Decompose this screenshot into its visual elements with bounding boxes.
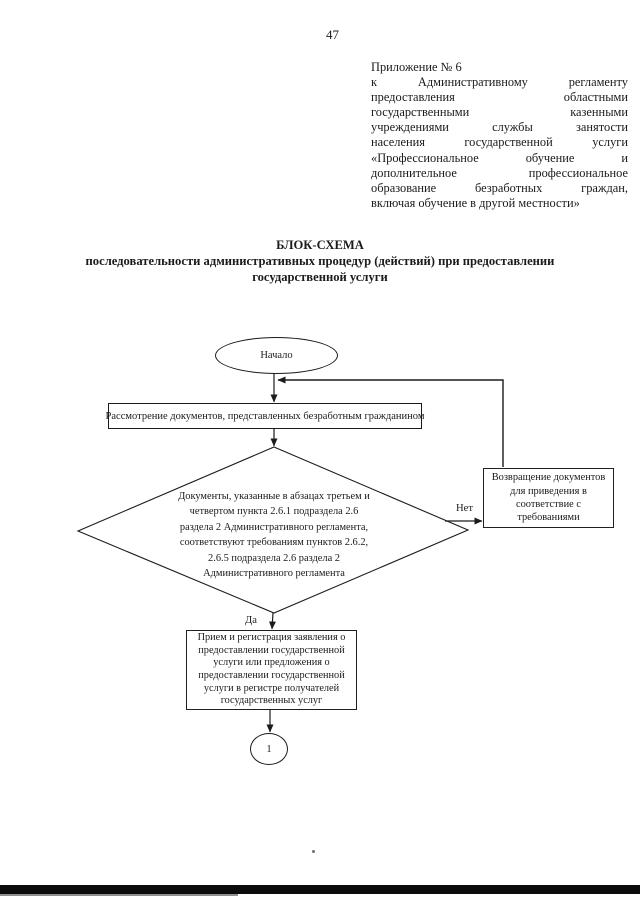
- page-number: 47: [326, 27, 339, 42]
- text-line: Прием и регистрация заявления о: [197, 631, 346, 643]
- yes-label: Да: [245, 615, 257, 626]
- scan-artifact-bar: [0, 885, 640, 894]
- text-line: государственными казенными: [371, 105, 628, 120]
- decision-yes-arrow: [268, 612, 276, 630]
- text-line: услуги или предложения о: [213, 657, 330, 669]
- connector-label: 1: [266, 743, 272, 755]
- review-box: Рассмотрение документов, представленных …: [105, 403, 425, 429]
- text-line: образование безработных граждан,: [371, 180, 628, 195]
- text-line: учреждениями службы занятости: [371, 120, 628, 135]
- text-line: услуги в регистре получателей: [203, 682, 340, 694]
- text-line: к Административному регламенту: [371, 75, 628, 90]
- text-line: включая обучение в другой местности»: [371, 195, 580, 210]
- text-line: государственных услуг: [220, 695, 323, 707]
- text-line: дополнительное профессиональное: [371, 165, 628, 180]
- start-label: Начало: [260, 350, 293, 361]
- connector-circle: 1: [250, 733, 288, 765]
- text-line: требованиями: [517, 512, 580, 524]
- ink-speck-icon: [312, 850, 315, 853]
- text-line: предоставления областными: [371, 90, 628, 105]
- text-line: 2.6.5 подраздела 2.6 раздела 2: [208, 552, 340, 564]
- text-line: Документы, указанные в абзацах третьем и: [178, 491, 370, 502]
- text-line: соответствие с: [516, 499, 581, 510]
- text-line: населения государственной услуги: [371, 135, 628, 150]
- text-line: раздела 2 Административного регламента,: [179, 521, 369, 533]
- text-line: предоставлении государственной: [198, 670, 345, 681]
- decision-label: Документы, указанные в абзацах третьем и…: [167, 489, 381, 581]
- title-heading: БЛОК-СХЕМА: [276, 238, 364, 252]
- doc-title: БЛОК-СХЕМА последовательности администра…: [0, 237, 640, 285]
- text-line: предоставлении государственной: [198, 644, 345, 656]
- scan-artifact-tail: [0, 894, 238, 896]
- no-label: Нет: [456, 503, 473, 514]
- text-line: Приложение № 6: [371, 60, 462, 74]
- text-line: Административного регламента: [203, 568, 345, 580]
- text-line: Возвращение документов: [491, 472, 606, 484]
- text-line: «Профессиональное обучение и: [371, 150, 628, 165]
- title-subtitle-line1: последовательности административных проц…: [85, 254, 555, 268]
- text-line: соответствуют требованиям пунктов 2.6.2,: [179, 537, 369, 549]
- title-subtitle-line2: государственной услуги: [252, 270, 388, 284]
- start-oval: Начало: [215, 337, 338, 374]
- review-label: Рассмотрение документов, представленных …: [105, 410, 425, 422]
- text-line: четвертом пункта 2.6.1 подраздела 2.6: [189, 506, 359, 518]
- text-line: для приведения в: [510, 485, 587, 497]
